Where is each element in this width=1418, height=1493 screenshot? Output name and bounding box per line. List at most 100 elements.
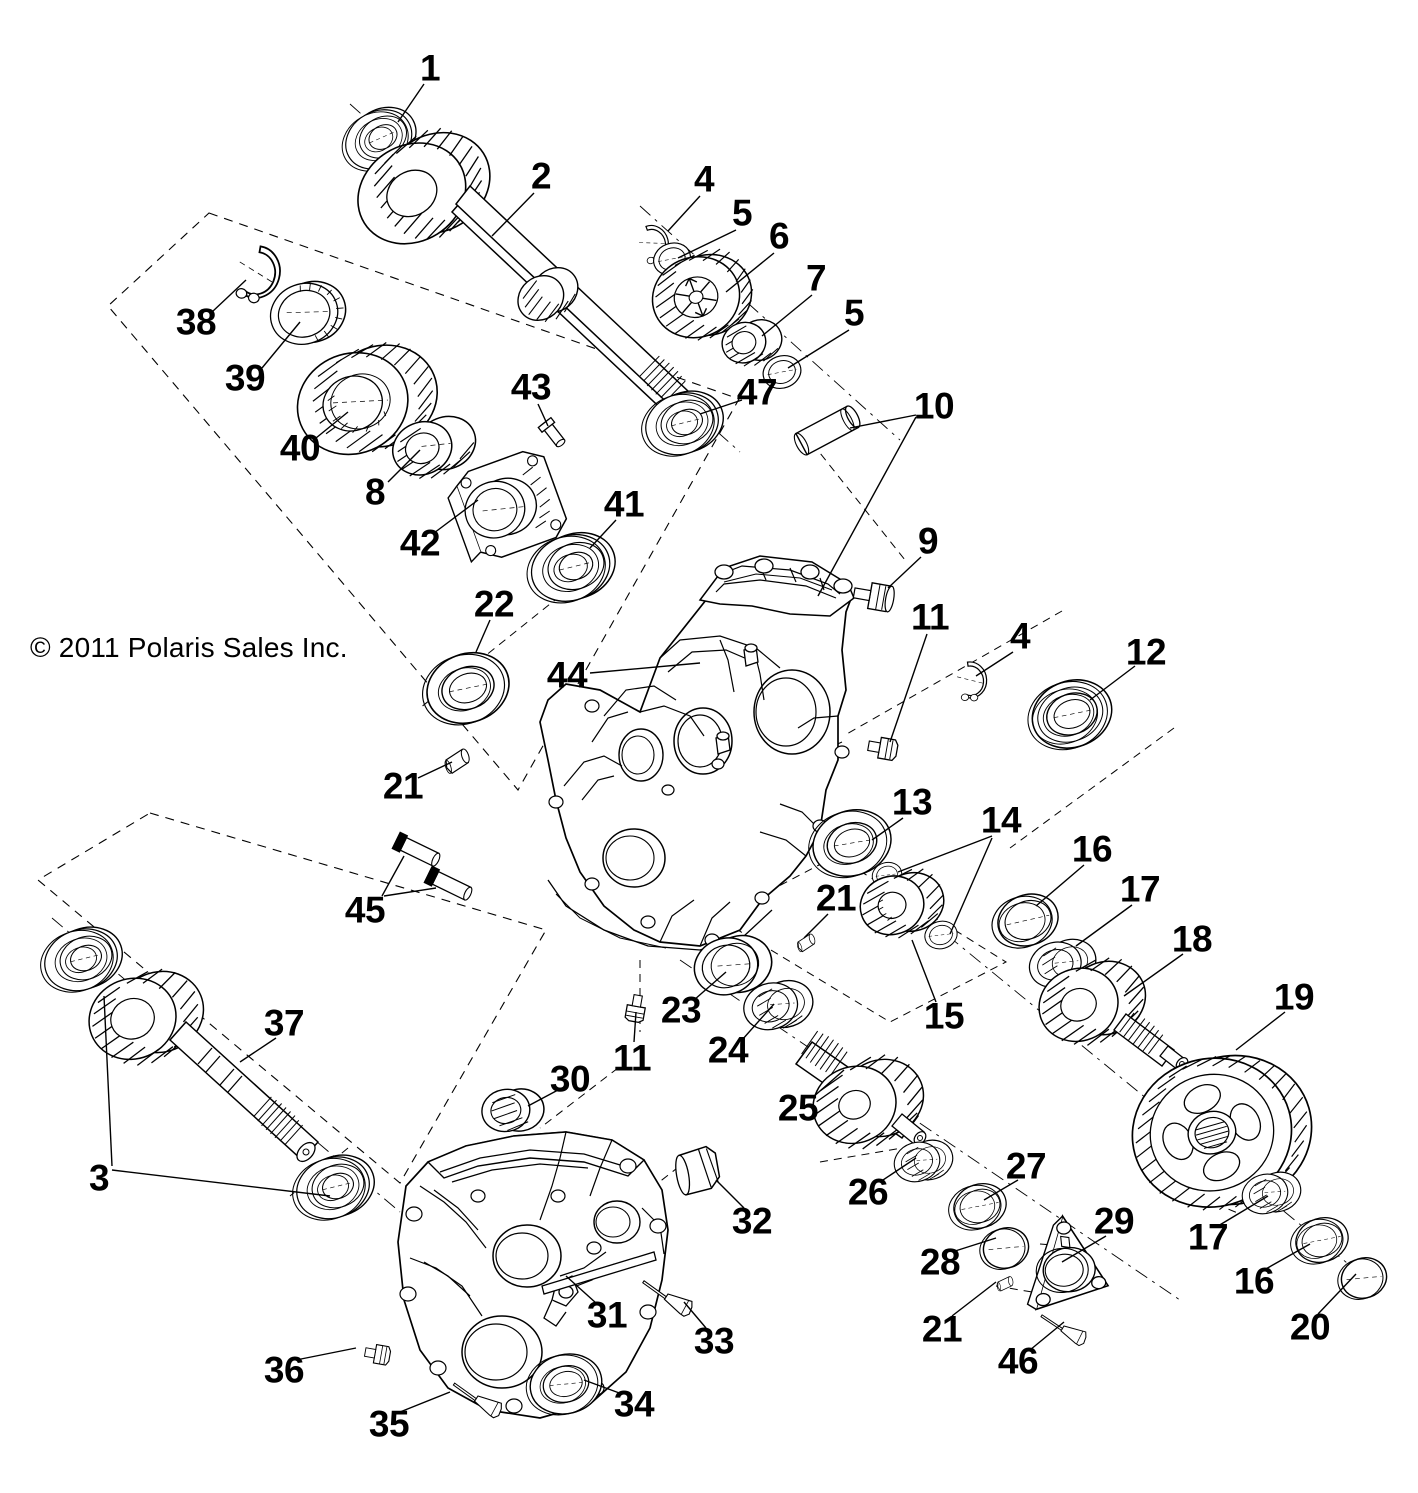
part-44-gearcase-upper-half (539, 555, 855, 951)
callout-35: 35 (368, 1403, 410, 1445)
leader-28 (951, 1237, 997, 1253)
leader-4b (975, 651, 1014, 677)
callout-21b: 21 (815, 877, 857, 919)
leader-23 (693, 971, 727, 1001)
leader-22 (475, 619, 491, 653)
callout-11a: 11 (910, 596, 950, 638)
leader-5a (677, 229, 737, 259)
callout-1: 1 (419, 47, 441, 89)
callout-17b: 17 (1187, 1216, 1229, 1258)
leader-24 (741, 1003, 775, 1041)
callout-38: 38 (175, 301, 217, 343)
leader-38 (211, 279, 247, 313)
callout-24: 24 (707, 1029, 749, 1071)
part-15-pinion-gear (859, 868, 945, 939)
callout-3: 3 (88, 1157, 110, 1199)
leader-fork-45 (381, 855, 437, 897)
leader-21b (803, 913, 829, 939)
leader-29 (1061, 1235, 1107, 1263)
callout-12: 12 (1125, 631, 1167, 673)
leader-6 (725, 252, 775, 293)
callout-leader-lines (211, 83, 1357, 1413)
callout-17a: 17 (1119, 868, 1161, 910)
leader-7 (761, 294, 813, 337)
leader-21a (417, 761, 453, 779)
callout-18: 18 (1171, 918, 1213, 960)
leader-18 (1123, 953, 1184, 997)
part-21-dowel-sleeve-a (441, 747, 473, 776)
part-38-snap-ring (232, 242, 285, 308)
leader-33 (683, 1301, 707, 1329)
callout-41: 41 (603, 483, 645, 525)
part-2-input-shaft (357, 127, 716, 434)
leader-26 (879, 1157, 917, 1183)
callout-21c: 21 (921, 1308, 963, 1350)
leader-11a (889, 633, 928, 743)
callout-9: 9 (917, 520, 939, 562)
callout-36: 36 (263, 1349, 305, 1391)
leader-30 (527, 1089, 559, 1107)
part-37-countershaft (88, 968, 320, 1163)
part-4-snap-ring-b (954, 659, 991, 704)
leader-fork-10 (817, 414, 917, 597)
leader-36 (295, 1347, 357, 1361)
callout-6: 6 (768, 215, 790, 257)
part-31-gearcase-lower-half (397, 1131, 669, 1419)
callout-2: 2 (530, 155, 552, 197)
leader-11b (633, 1011, 637, 1043)
leader-20 (1317, 1273, 1357, 1315)
callout-29: 29 (1093, 1200, 1135, 1242)
leader-4a (667, 195, 701, 232)
callout-43: 43 (510, 366, 552, 408)
callout-47: 47 (736, 371, 778, 413)
leader-9 (887, 556, 922, 589)
part-6-spur-gear (651, 248, 754, 341)
leader-32 (715, 1179, 745, 1209)
leader-44 (589, 662, 701, 674)
leader-34 (583, 1379, 623, 1395)
leader-13 (871, 817, 904, 841)
callout-23: 23 (660, 989, 702, 1031)
callout-7: 7 (805, 257, 827, 299)
leader-40 (315, 411, 349, 439)
part-19-final-drive-gear (1131, 1054, 1313, 1211)
part-10-spacer-pin (793, 405, 861, 456)
leader-39 (261, 321, 301, 369)
part-11-drain-bolt-b (624, 993, 646, 1024)
callout-32: 32 (731, 1200, 773, 1242)
part-25-intermediate-shaft (794, 1030, 927, 1150)
callout-5b: 5 (843, 292, 865, 334)
callout-14: 14 (980, 799, 1022, 841)
leader-25 (811, 1069, 845, 1099)
part-43-dowel-pin (537, 416, 566, 448)
leader-fork-3 (103, 995, 331, 1197)
leader-8 (387, 449, 421, 483)
group-outline-upper (107, 212, 740, 791)
part-30-needle-bearing (477, 1082, 549, 1139)
leader-37 (239, 1037, 277, 1063)
callout-46: 46 (997, 1340, 1039, 1382)
callout-13: 13 (891, 781, 933, 823)
part-12-oil-seal (1017, 668, 1123, 762)
callout-37: 37 (263, 1002, 305, 1044)
leader-17b (1217, 1195, 1269, 1227)
callout-27: 27 (1005, 1145, 1047, 1187)
part-20-shim (1337, 1257, 1388, 1300)
callout-30: 30 (549, 1058, 591, 1100)
part-32-expansion-plug (675, 1145, 721, 1196)
leader-16b (1263, 1243, 1311, 1271)
callout-40: 40 (279, 427, 321, 469)
leader-fork-14 (897, 835, 993, 935)
callout-45: 45 (344, 889, 386, 931)
callout-39: 39 (224, 357, 266, 399)
part-36-flange-bolt (363, 1343, 392, 1366)
callout-31: 31 (586, 1294, 628, 1336)
callout-4a: 4 (693, 158, 715, 200)
leader-27 (983, 1179, 1019, 1201)
callout-21a: 21 (382, 765, 424, 807)
copyright-notice: © 2011 Polaris Sales Inc. (30, 632, 348, 663)
leader-16a (1035, 864, 1085, 907)
part-39-thrust-washer (269, 280, 347, 345)
part-22-oil-seal (411, 640, 520, 737)
